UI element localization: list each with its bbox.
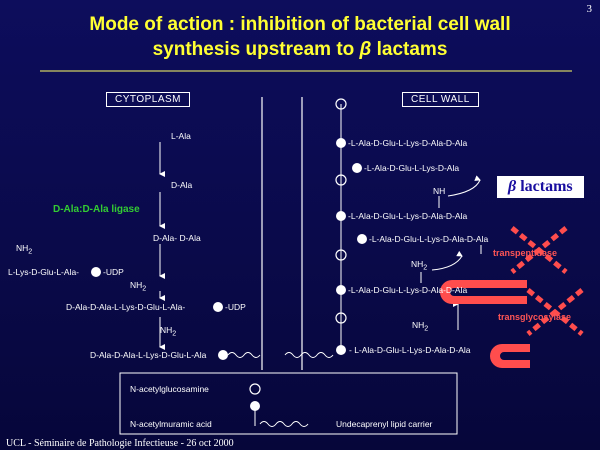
udp-label: -UDP bbox=[103, 267, 124, 277]
udp-label: -UDP bbox=[225, 302, 246, 312]
nh-label: NH bbox=[433, 186, 446, 196]
beta-symbol: β bbox=[508, 178, 517, 195]
beta-lactams-text: lactams bbox=[516, 178, 573, 195]
nam-dot bbox=[218, 350, 228, 360]
nam-dot bbox=[357, 234, 367, 244]
nam-dot bbox=[352, 163, 362, 173]
l-ala-label: L-Ala bbox=[171, 131, 191, 141]
nam-dot bbox=[336, 211, 346, 221]
ligase-label: D-Ala:D-Ala ligase bbox=[53, 204, 140, 215]
title-line-2: synthesis upstream to β lactams bbox=[0, 37, 600, 62]
cell-wall-chain: -L-Ala-D-Glu-L-Lys-D-Ala bbox=[364, 163, 460, 173]
legend-nam-label: N-acetylmuramic acid bbox=[130, 419, 212, 429]
cell-wall-chain: -L-Ala-D-Glu-L-Lys-D-Ala-D-Ala bbox=[348, 138, 468, 148]
cell-wall-label: CELL WALL bbox=[402, 92, 479, 107]
transglycosylase-inhibition-cross bbox=[526, 288, 584, 336]
footer-text: UCL - Séminaire de Pathologie Infectieus… bbox=[6, 438, 234, 449]
beta-lactams-label: β lactams bbox=[497, 176, 584, 198]
nag-circle bbox=[335, 312, 347, 324]
pentapeptide-label: D-Ala-D-Ala-L-Lys-D-Glu-L-Ala- bbox=[66, 302, 186, 312]
title-line-2-prefix: synthesis upstream to bbox=[152, 39, 360, 60]
nag-circle bbox=[335, 98, 347, 110]
nh2-text: NH bbox=[160, 325, 173, 335]
lipid-carrier bbox=[284, 352, 334, 358]
d-ala-label: D-Ala bbox=[171, 180, 193, 190]
page-number: 3 bbox=[586, 3, 593, 15]
nh2-text: NH bbox=[412, 320, 425, 330]
legend-carrier-label: Undecaprenyl lipid carrier bbox=[336, 419, 433, 429]
transpeptidase-label: transpeptidase bbox=[493, 248, 558, 258]
pbp-enzyme-shape bbox=[490, 344, 530, 368]
nh2-text: NH bbox=[130, 280, 143, 290]
d-ala-d-ala-label: D-Ala- D-Ala bbox=[153, 233, 201, 243]
nh2-label: NH2 bbox=[411, 259, 428, 272]
nam-dot bbox=[336, 138, 346, 148]
nh2-text: NH bbox=[411, 259, 424, 269]
nam-dot bbox=[336, 345, 346, 355]
cell-wall-chain: -L-Ala-D-Glu-L-Lys-D-Ala-D-Ala bbox=[369, 234, 489, 244]
legend-nag-circle bbox=[249, 383, 261, 395]
nag-circle bbox=[335, 249, 347, 261]
title-beta-symbol: β bbox=[359, 39, 372, 60]
cell-wall-chain: -L-Ala-D-Glu-L-Lys-D-Ala-D-Ala bbox=[348, 285, 468, 295]
lipid-chain-label: D-Ala-D-Ala-L-Lys-D-Glu-L-Ala bbox=[90, 350, 207, 360]
nam-dot bbox=[213, 302, 223, 312]
title-line-2-suffix: lactams bbox=[371, 39, 448, 60]
cytoplasm-label: CYTOPLASM bbox=[106, 92, 190, 107]
pbp-enzyme-shape bbox=[440, 280, 527, 304]
crosslink-arrow bbox=[431, 250, 463, 271]
nam-dot bbox=[336, 285, 346, 295]
cell-wall-chain: - L-Ala-D-Glu-L-Lys-D-Ala-D-Ala bbox=[349, 345, 471, 355]
legend-box bbox=[119, 372, 458, 435]
nam-dot bbox=[91, 267, 101, 277]
nh2-label: NH2 bbox=[130, 280, 147, 293]
lys-chain-label: L-Lys-D-Glu-L-Ala- bbox=[8, 267, 80, 277]
nh2-text: NH bbox=[16, 243, 29, 253]
nh2-label: NH2 bbox=[160, 325, 177, 338]
crosslink-arrow bbox=[447, 175, 481, 197]
transglycosylase-label: transglycosylase bbox=[498, 312, 572, 322]
legend-lipid-carrier bbox=[259, 421, 309, 427]
nag-circle bbox=[335, 174, 347, 186]
legend-nag-label: N-acetylglucosamine bbox=[130, 384, 209, 394]
title-line-1: Mode of action : inhibition of bacterial… bbox=[89, 14, 511, 35]
cell-wall-chain: -L-Ala-D-Glu-L-Lys-D-Ala-D-Ala bbox=[348, 211, 468, 221]
nh2-label: NH2 bbox=[412, 320, 429, 333]
nh2-label: NH2 bbox=[16, 243, 33, 256]
lipid-carrier bbox=[227, 352, 261, 358]
transpeptidase-inhibition-cross bbox=[510, 226, 568, 274]
